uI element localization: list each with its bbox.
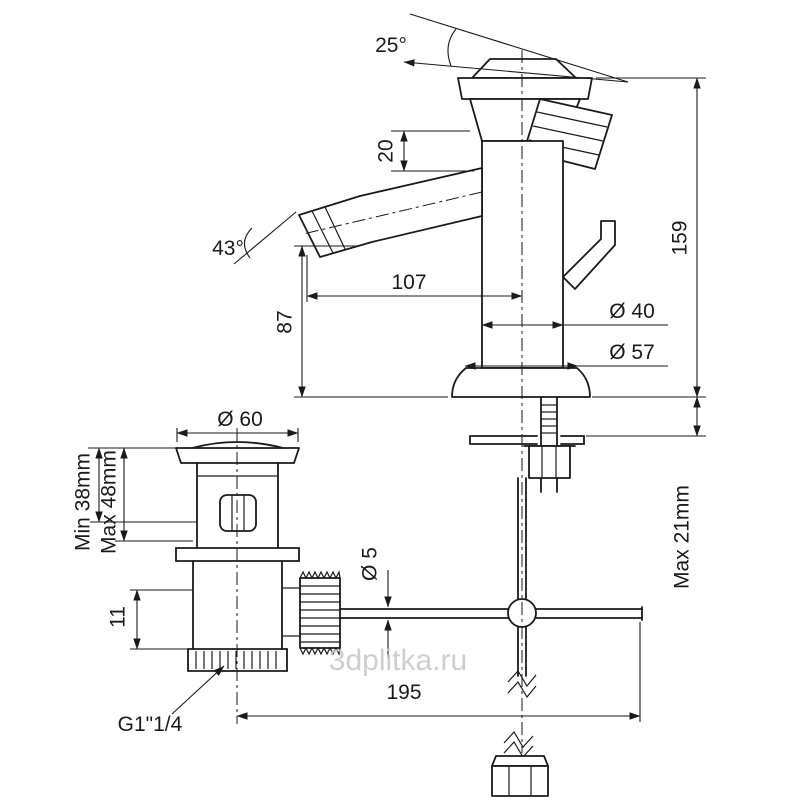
dim-waste-collar-11: 11: [107, 589, 193, 650]
mounting-deck: [469, 435, 585, 445]
dimensions: 25° 20 43° 107 87 159: [72, 13, 706, 736]
rod-length-label: 195: [386, 681, 421, 704]
dim-body-diameter-40: Ø 40: [481, 300, 668, 329]
rod-diameter-label: Ø 5: [359, 547, 382, 581]
deck-max-label: Max 21mm: [671, 485, 694, 589]
watermark: 3dplitka.ru: [329, 644, 467, 677]
dim-spout-reach-107: 107: [306, 255, 523, 302]
thread-callout: G1"1/4: [118, 665, 225, 736]
bottom-nut: [491, 755, 549, 797]
dim-waste-min-38: Min 38mm: [72, 447, 197, 551]
waste-max-label: Max 48mm: [98, 450, 121, 554]
waste-flange-diameter-label: Ø 60: [217, 408, 263, 431]
handle-angle-label: 25°: [375, 34, 407, 57]
dim-base-diameter-57: Ø 57: [464, 341, 668, 370]
base-diameter-label: Ø 57: [609, 341, 655, 364]
plug-cap: [191, 441, 284, 449]
body-diameter-label: Ø 40: [609, 300, 655, 323]
waste-min-label: Min 38mm: [72, 453, 95, 551]
dim-total-height-159: 159: [592, 77, 706, 398]
handle-flange: [457, 77, 593, 100]
spout-height-label: 87: [274, 310, 297, 333]
spout-angle-label: 43°: [212, 237, 244, 260]
knurled-coupling-nut: [299, 570, 341, 656]
dim-spout-drop-20: 20: [375, 130, 474, 172]
total-height-label: 159: [669, 220, 692, 255]
spout-reach-label: 107: [391, 271, 426, 294]
mounting-nut: [523, 445, 576, 479]
thread-label: G1"1/4: [118, 713, 183, 736]
threaded-tail-collar: [187, 648, 288, 672]
center-lines: [236, 50, 523, 753]
overflow-slot: [219, 494, 257, 532]
pop-up-waste: [175, 441, 341, 672]
pop-up-pull-rod: [517, 477, 527, 677]
dim-spout-height-87: 87: [274, 245, 448, 398]
dim-rod-diameter-5: Ø 5: [359, 547, 392, 658]
dim-waste-flange-60: Ø 60: [176, 408, 299, 442]
dim-deck-max-21: Max 21mm: [586, 396, 706, 589]
waste-collar-label: 11: [107, 606, 130, 628]
base-flange: [451, 367, 591, 398]
rod-break-symbol-lower: [503, 730, 534, 759]
dim-handle-angle: 25°: [375, 13, 629, 83]
spout-drop-label: 20: [375, 139, 398, 162]
linkage: [339, 598, 643, 797]
spout: [298, 167, 483, 258]
dim-waste-max-48: Max 48mm: [98, 447, 193, 554]
handle-cap: [471, 58, 577, 79]
side-lever: [562, 220, 616, 290]
dim-rod-length-195: 195: [236, 622, 641, 722]
dim-spout-angle-43: 43°: [212, 211, 297, 265]
spout-axis-centerline: [302, 191, 483, 235]
horizontal-rod: [339, 606, 643, 621]
faucet: [298, 58, 616, 677]
